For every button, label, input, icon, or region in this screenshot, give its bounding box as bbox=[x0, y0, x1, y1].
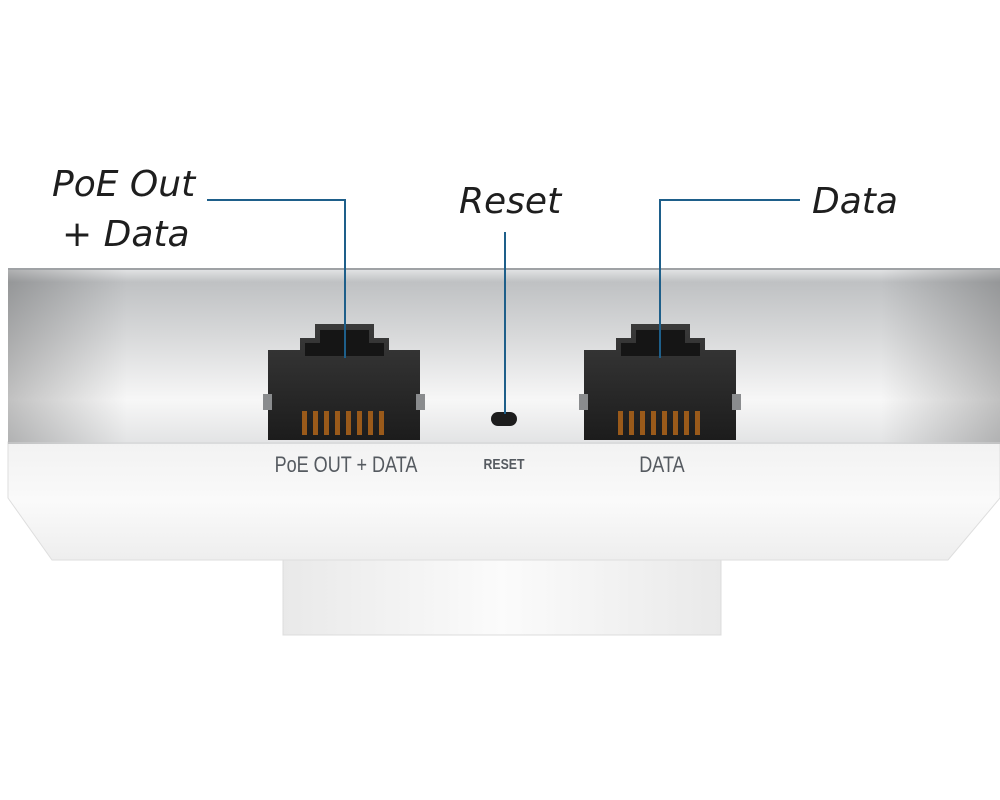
port-label-data: DATA bbox=[639, 452, 685, 477]
callout-poe-line1: PoE Out bbox=[52, 164, 196, 205]
reset-button[interactable] bbox=[491, 412, 517, 426]
data-port[interactable] bbox=[579, 324, 741, 440]
callout-poe-line2: + Data bbox=[62, 214, 190, 255]
leader-lines bbox=[207, 199, 800, 414]
port-label-reset: RESET bbox=[483, 456, 525, 473]
data-port-pins bbox=[618, 411, 700, 435]
device-base bbox=[7, 441, 1000, 561]
data-leader-line bbox=[659, 199, 800, 358]
callout-poe-out-data: PoE Out + Data bbox=[52, 160, 195, 260]
mount-bracket bbox=[282, 554, 722, 636]
callout-reset: Reset bbox=[459, 181, 562, 222]
poe-out-port[interactable] bbox=[263, 324, 425, 440]
callout-data: Data bbox=[812, 181, 898, 222]
poe-port-pins bbox=[302, 411, 384, 435]
port-label-poe-out-data: PoE OUT + DATA bbox=[274, 452, 418, 477]
poe-leader-line bbox=[207, 199, 346, 358]
